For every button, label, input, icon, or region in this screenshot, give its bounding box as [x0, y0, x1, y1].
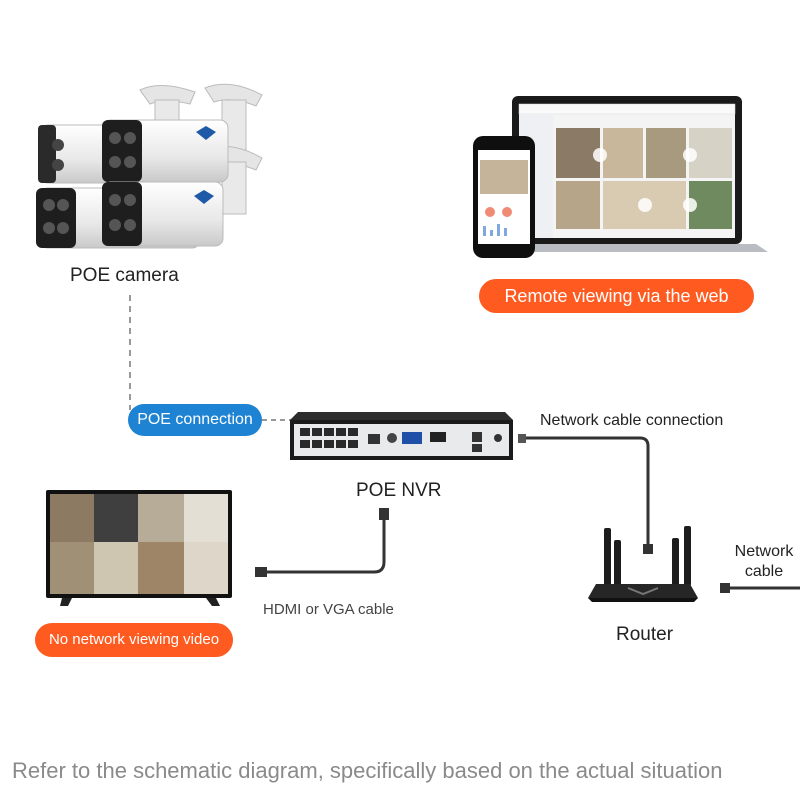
footer-note: Refer to the schematic diagram, specific… [12, 758, 723, 783]
no-network-viewing-label: No network viewing video [48, 631, 220, 648]
hdmi-plug-top [379, 508, 389, 520]
laptop-icon [486, 96, 768, 252]
phone-icon [473, 136, 535, 258]
lan-ports [300, 428, 358, 448]
nvr-cable-plug [518, 434, 526, 443]
hdmi-plug-left [255, 567, 267, 577]
router-network-plug [720, 583, 730, 593]
no-network-viewing-badge: No network viewing video [35, 623, 233, 657]
hdmi-cable [260, 512, 386, 574]
camera-4 [102, 181, 224, 247]
network-cable-connection-label: Network cable connection [540, 412, 724, 429]
poe-camera-label: POE camera [70, 265, 179, 286]
network-cable-line1: Network [734, 543, 794, 560]
poe-connection-label: POE connection [137, 411, 253, 428]
remote-viewing-badge: Remote viewing via the web [479, 279, 754, 313]
network-cable-label: Network cable [724, 542, 800, 582]
camera-2 [102, 119, 229, 183]
poe-connection-badge: POE connection [128, 404, 262, 436]
router-label: Router [616, 624, 674, 645]
nvr-router-cable [523, 436, 650, 548]
remote-viewing-label: Remote viewing via the web [504, 286, 729, 306]
router-cable-plug [643, 544, 653, 554]
hdmi-label: HDMI or VGA cable [263, 601, 394, 618]
nvr-label: POE NVR [356, 480, 442, 501]
network-cable-line2: cable [744, 563, 784, 580]
